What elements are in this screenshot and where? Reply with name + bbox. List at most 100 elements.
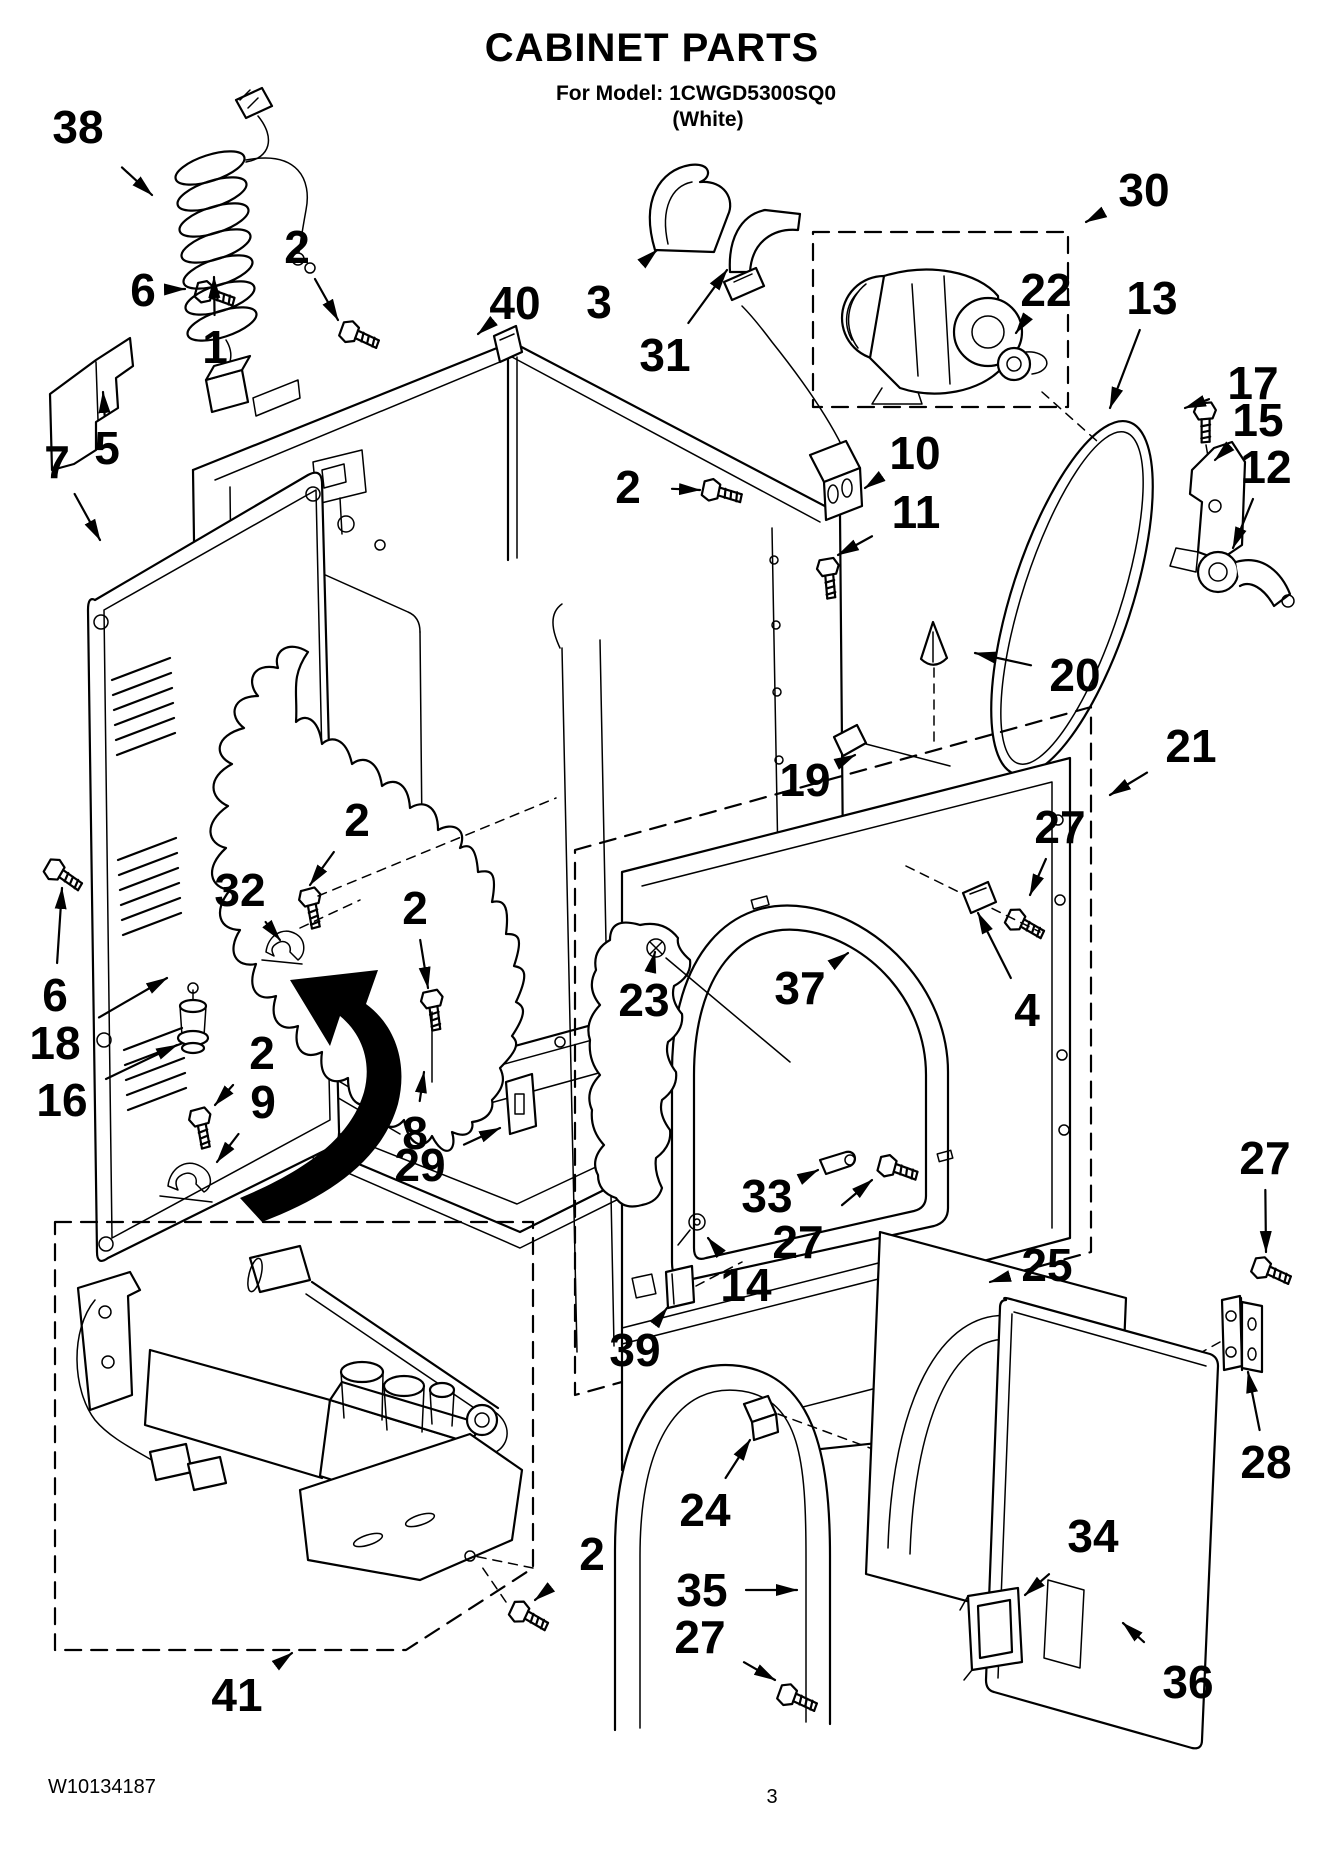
callout-25: 25 (988, 1239, 1073, 1291)
motor-assembly (811, 230, 1099, 443)
callout-leader (262, 919, 282, 942)
callout-10: 10 (863, 427, 941, 490)
wire-bracket-31 (728, 208, 802, 274)
callout-19: 19 (779, 753, 857, 806)
screw-6b (40, 854, 88, 896)
part-number-label: 2 (579, 1528, 605, 1580)
part-number-label: 1 (202, 321, 228, 373)
callout-28: 28 (1240, 1370, 1292, 1488)
callout-leader (724, 1438, 752, 1480)
part-number-label: 30 (1118, 164, 1169, 216)
callout-leader (1108, 771, 1149, 797)
grommet-14 (677, 1213, 706, 1246)
callout-leader (988, 1270, 1012, 1284)
callout-2: 2 (308, 794, 370, 887)
panel-cutaway-23 (587, 921, 791, 1208)
part-number-label: 29 (394, 1139, 445, 1191)
part-number-label: 36 (1162, 1656, 1213, 1708)
callout-leader (644, 950, 657, 974)
callout-29: 29 (394, 1126, 502, 1191)
callout-27: 27 (1239, 1132, 1291, 1254)
callout-41: 41 (211, 1651, 294, 1721)
callout-21: 21 (1108, 720, 1217, 797)
door-seal-35 (613, 1363, 832, 1732)
part-number-label: 41 (211, 1669, 262, 1721)
callout-leader (208, 275, 221, 317)
part-number-label: 31 (639, 329, 690, 381)
screw-2f (506, 1597, 553, 1636)
callout-3: 3 (586, 248, 659, 328)
callout-leader (1183, 395, 1211, 410)
part-number-label: 5 (94, 422, 120, 474)
part-number-label: 35 (676, 1564, 727, 1616)
part-number-label: 40 (489, 277, 540, 329)
callout-leader (73, 492, 102, 542)
callout-36: 36 (1121, 1621, 1214, 1708)
clip-19 (832, 723, 951, 767)
callout-leader (476, 315, 498, 336)
part-number-label: 32 (214, 864, 265, 916)
part-number-label: 6 (42, 969, 68, 1021)
model-subtitle: For Model: 1CWGD5300SQ0 (555, 82, 837, 105)
screw-17 (1192, 400, 1220, 444)
callout-2: 2 (213, 1027, 275, 1107)
callout-31: 31 (639, 268, 729, 381)
color-note: (White) (672, 108, 744, 131)
clip-24 (742, 1394, 871, 1449)
part-number-label: 16 (36, 1074, 87, 1126)
callout-leader (833, 753, 857, 770)
part-number-label: 2 (249, 1027, 275, 1079)
callout-leader (1259, 1188, 1272, 1254)
callout-leader (1023, 1573, 1051, 1597)
callout-leader (827, 951, 850, 971)
door-switch (722, 266, 864, 522)
callout-leader (215, 1132, 240, 1164)
callout-leader (1246, 1370, 1261, 1432)
gas-valve-assembly (76, 1244, 524, 1582)
callout-14: 14 (706, 1236, 772, 1311)
callout-6: 6 (130, 264, 187, 316)
callout-39: 39 (609, 1306, 669, 1376)
part-number-label: 10 (889, 427, 940, 479)
callout-leader (462, 1126, 502, 1146)
motor-pulley-22 (996, 346, 1048, 382)
part-number-label: 33 (741, 1170, 792, 1222)
callout-leader (1014, 312, 1033, 335)
callout-leader (120, 166, 154, 197)
part-number-label: 34 (1067, 1510, 1119, 1562)
callout-leader (97, 976, 169, 1019)
part-number-label: 20 (1049, 649, 1100, 701)
callout-leader (973, 651, 1033, 667)
callout-2: 2 (402, 882, 431, 990)
vent-louvers (110, 656, 188, 1112)
callout-leader (313, 277, 340, 322)
screw-2 (336, 317, 384, 354)
callout-27: 27 (674, 1611, 777, 1682)
callout-24: 24 (679, 1438, 752, 1536)
callout-34: 34 (1023, 1510, 1119, 1597)
callout-leader (706, 1236, 726, 1259)
part-number-label: 11 (892, 486, 941, 538)
part-number-label: 27 (674, 1611, 725, 1663)
part-number-label: 23 (618, 974, 669, 1026)
callout-11: 11 (836, 486, 941, 557)
callout-leader (742, 1661, 777, 1682)
callout-leader (308, 850, 335, 887)
screw-27c (1248, 1253, 1296, 1290)
clip-4 (905, 865, 1041, 933)
screw-2e (699, 476, 745, 509)
callout-leader (104, 1043, 179, 1081)
callout-5: 5 (94, 390, 120, 474)
part-number-label: 2 (344, 794, 370, 846)
part-number-label: 12 (1240, 441, 1291, 493)
callout-27: 27 (1028, 801, 1086, 897)
callout-16: 16 (36, 1043, 179, 1126)
callout-leader (976, 911, 1012, 980)
callout-37: 37 (774, 951, 850, 1014)
callout-leader (98, 390, 111, 418)
callout-33: 33 (741, 1168, 820, 1222)
callout-2: 2 (533, 1528, 605, 1602)
callout-12: 12 (1231, 441, 1292, 550)
part-number-label: 39 (609, 1324, 660, 1376)
